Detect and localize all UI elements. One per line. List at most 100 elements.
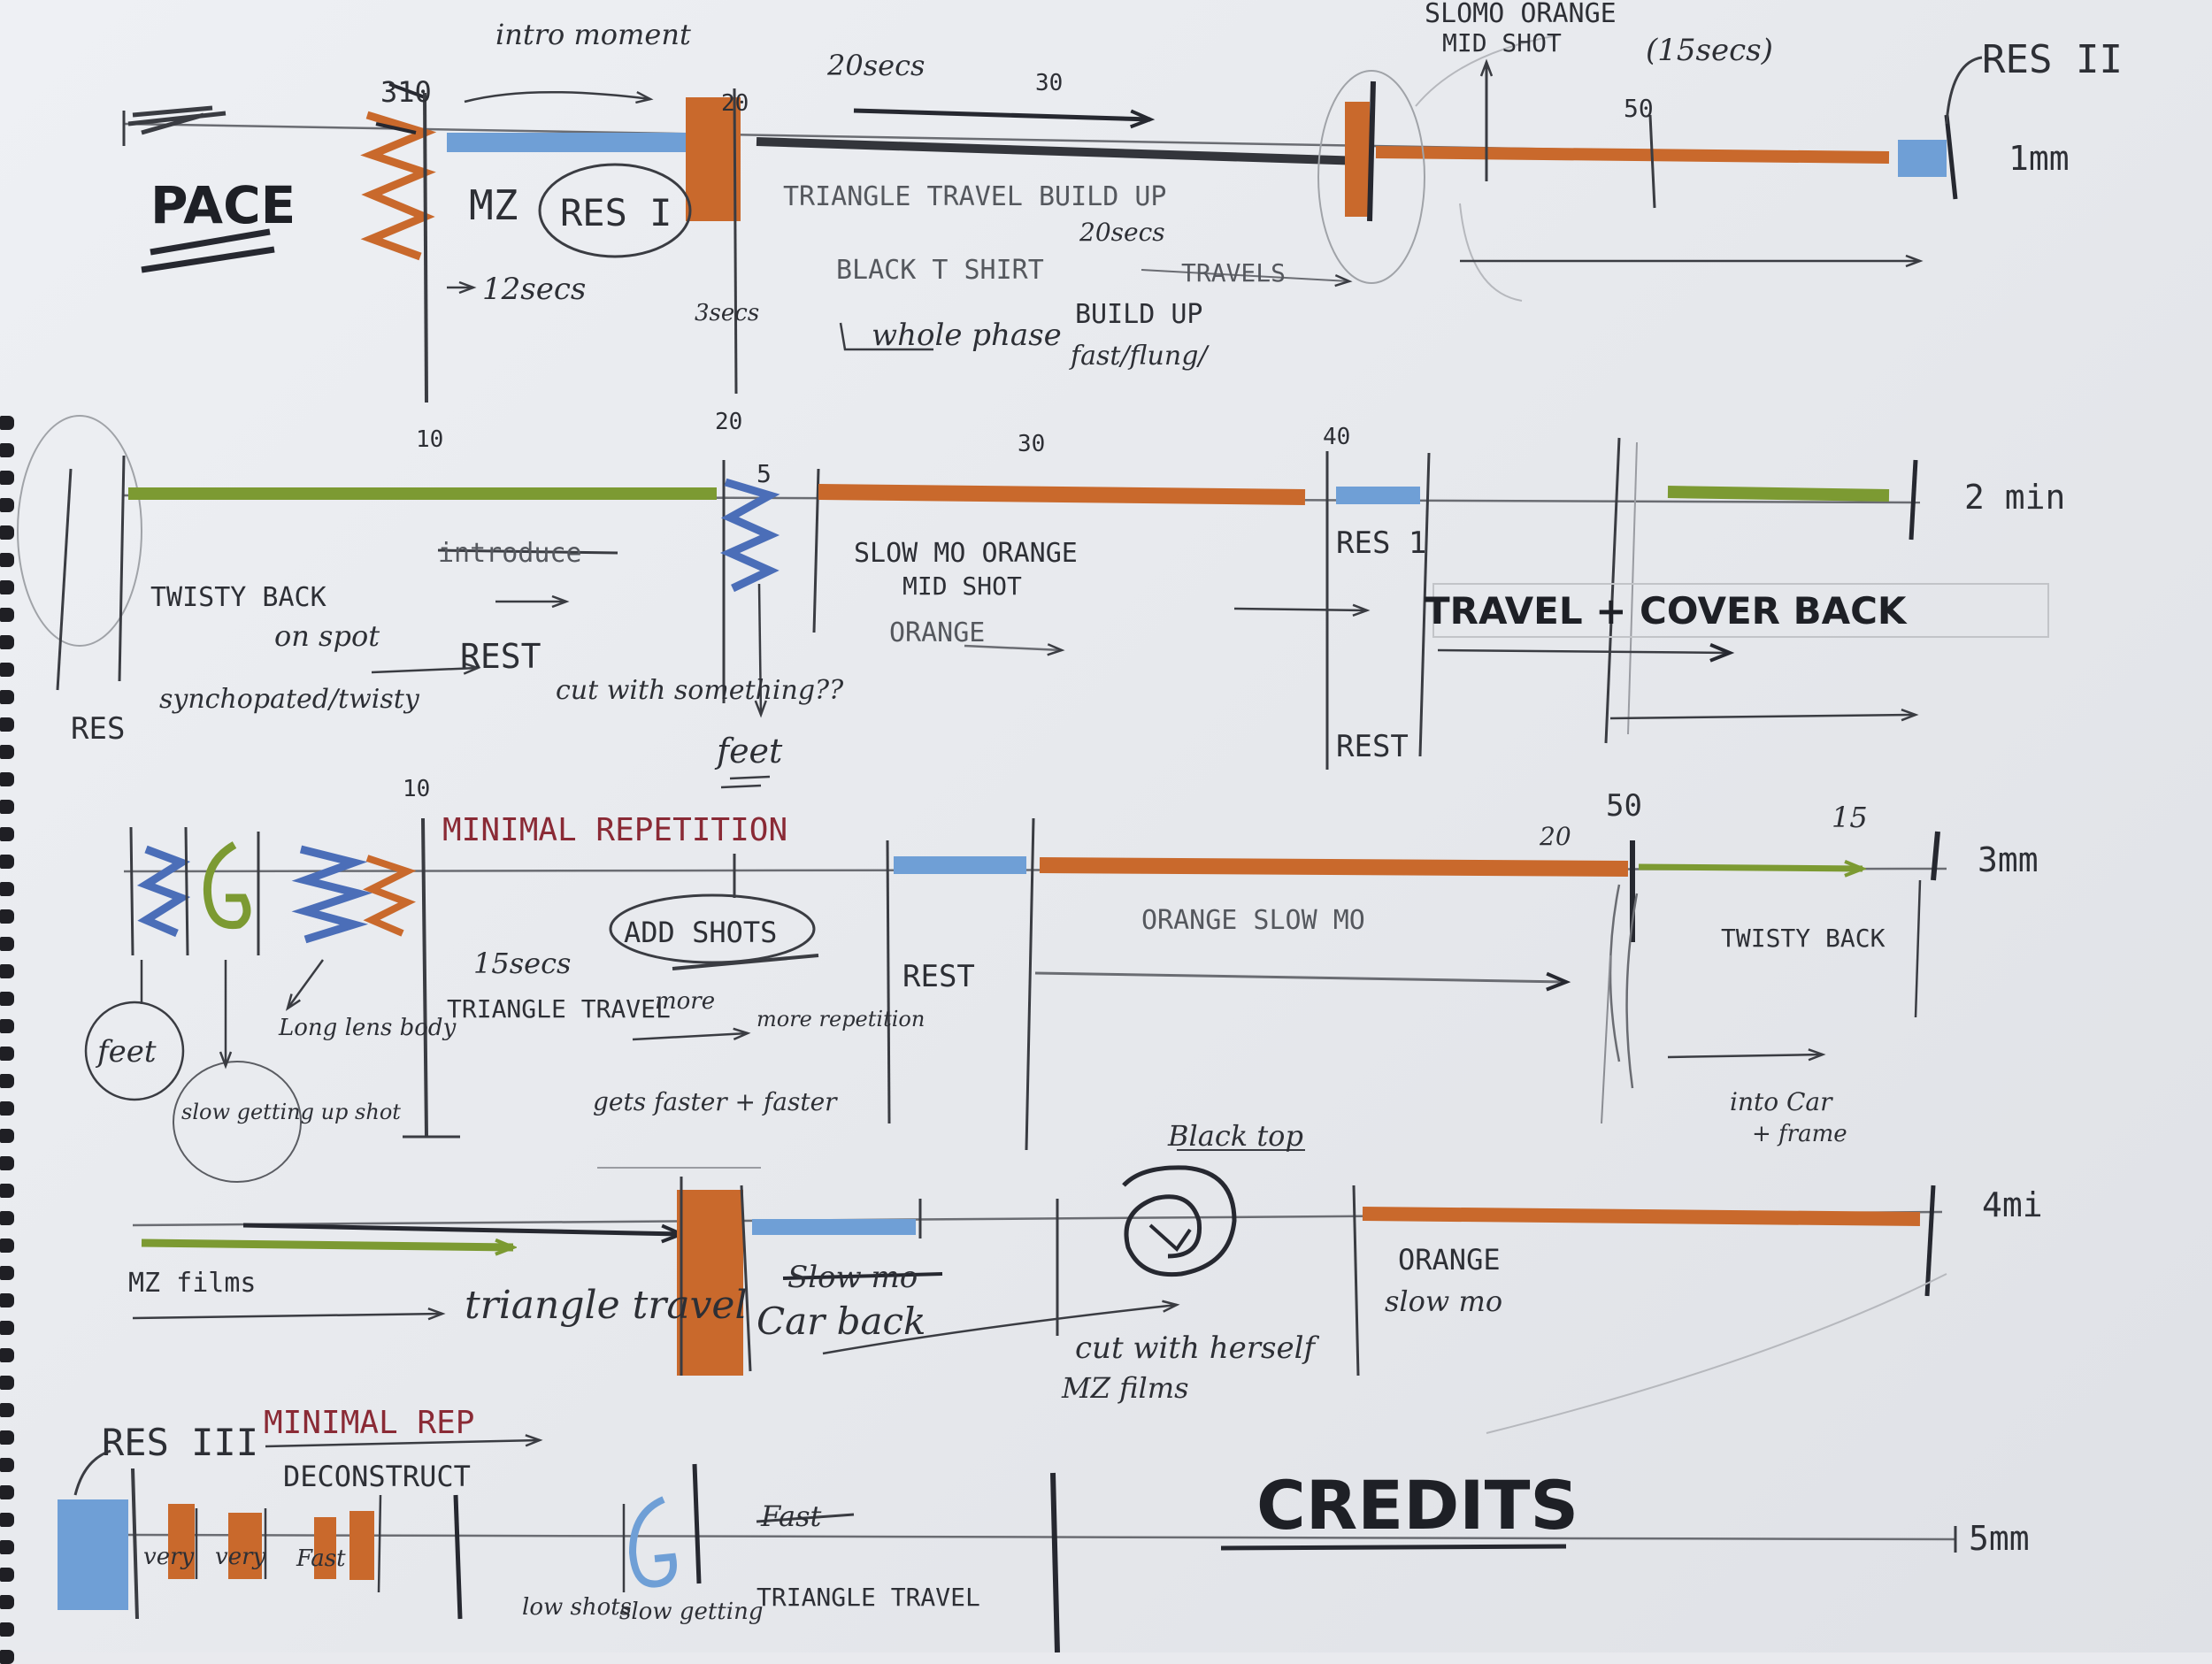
row3-tick-rest-a	[886, 840, 891, 1124]
row4-car-back: Car back	[757, 1300, 926, 1343]
binding-ring	[0, 1211, 14, 1225]
row5-minimal-rep: MINIMAL REP	[264, 1405, 474, 1441]
row2-feet-underline	[720, 775, 771, 789]
row5-very-a: very	[143, 1544, 195, 1570]
binding-ring	[0, 1266, 14, 1280]
row5-credits-underline	[1220, 1544, 1567, 1551]
row1-tick-50	[1648, 114, 1656, 209]
binding-ring	[0, 690, 14, 704]
row2-res: RES	[71, 711, 125, 747]
row2-cut-with: cut with something??	[556, 675, 844, 706]
row5-tick-f	[692, 1463, 702, 1584]
row5-struck-word: Fast	[760, 1499, 822, 1533]
row4-slow-mo-struck: Slow mo	[787, 1260, 918, 1295]
binding-ring	[0, 608, 14, 622]
row2-mark-2min: 2 min	[1964, 478, 2065, 517]
binding-ring	[0, 498, 14, 512]
row1-blue-bar-b	[1898, 140, 1947, 177]
row3-gets-faster: gets faster + faster	[593, 1087, 838, 1116]
row2-tick-50	[1604, 437, 1621, 744]
binding-ring	[0, 525, 14, 540]
binding-ring	[0, 937, 14, 951]
row3-tick-right	[1914, 879, 1922, 1018]
row1-res2: RES II	[1982, 37, 2123, 82]
row4-dark-arrow	[242, 1223, 687, 1244]
row1-12secs: 12secs	[482, 272, 586, 307]
row3-feet: feet	[95, 1034, 157, 1070]
row1-underline-a	[150, 228, 271, 256]
row2-travel-cover-back: TRAVEL + COVER BACK	[1425, 589, 1908, 633]
row5-mark-5min: 5mm	[1969, 1519, 2030, 1558]
binding-ring	[0, 1047, 14, 1061]
row4-mz-films-herself: MZ films	[128, 1268, 257, 1299]
row3-end-tick	[1931, 831, 1940, 881]
row5-blue-block	[58, 1499, 128, 1610]
row3-slow-circle	[173, 1061, 302, 1183]
row5-very-b: very	[215, 1544, 266, 1570]
row1-20secs-a: 20secs	[826, 49, 925, 82]
binding-ring	[0, 827, 14, 841]
row2-mid-shot: MID SHOT	[902, 571, 1022, 601]
row5-credits: CREDITS	[1256, 1466, 1578, 1545]
binding-ring	[0, 882, 14, 896]
binding-ring	[0, 1101, 14, 1116]
row4-orange: ORANGE	[1398, 1243, 1501, 1277]
row3-blue-zigzag-a	[136, 845, 191, 938]
row1-mark-50: 50	[1624, 94, 1654, 123]
binding-ring	[0, 580, 14, 594]
binding-ring	[0, 1430, 14, 1445]
row1-mz: MZ	[469, 181, 518, 229]
row1-triangle-travel: TRIANGLE TRAVEL BUILD UP	[783, 181, 1166, 212]
row4-cut-with-herself: cut with herself	[1075, 1330, 1319, 1366]
row3-twisty: TWISTY BACK	[1721, 924, 1886, 953]
row3-mark-3min: 3mm	[1978, 840, 2039, 879]
row2-arrow-bottom	[1609, 709, 1919, 722]
row4-black-top: Black top	[1167, 1119, 1303, 1153]
row1-tick-40	[1367, 81, 1376, 222]
row3-feet-circle	[84, 1001, 185, 1101]
row3-long-lens: Long lens body	[278, 1015, 457, 1041]
row2-tick-0b	[118, 455, 126, 682]
row-3-timeline: 10 20 50 15 3mm MINIMAL REPETITION ADD S…	[84, 776, 2039, 1183]
row1-zigzag-dark	[375, 82, 426, 134]
row4-tick-e	[1352, 1185, 1360, 1376]
row5-tick-g	[1050, 1472, 1060, 1652]
binding-ring	[0, 1513, 14, 1527]
row3-tick-0b	[184, 826, 189, 956]
row2-rest-2: REST	[1336, 729, 1409, 764]
row2-arrow-orange	[964, 643, 1065, 656]
row3-mark-10: 10	[403, 776, 430, 802]
row3-mark-20: 20	[1539, 822, 1571, 851]
row4-triangle-travel: triangle travel	[465, 1283, 748, 1328]
binding-ring	[0, 909, 14, 924]
binding-ring	[0, 1485, 14, 1499]
row5-res3: RES III	[102, 1421, 258, 1464]
row4-slow-mo: slow mo	[1385, 1284, 1502, 1318]
row2-zigzag	[719, 478, 780, 593]
row4-spiral	[1122, 1165, 1237, 1277]
row1-fast-flung: fast/flung/	[1069, 341, 1210, 372]
row5-tick-d	[453, 1494, 463, 1620]
row2-syncopated: synchopated/twisty	[159, 684, 420, 715]
row3-mark-50: 50	[1606, 788, 1642, 824]
row3-green-g	[203, 841, 251, 930]
row5-triangle-travel: TRIANGLE TRAVEL	[757, 1583, 980, 1612]
row1-arrow-intro	[464, 90, 654, 104]
row1-res1: RES I	[560, 191, 672, 234]
binding-ring	[0, 1403, 14, 1417]
binding-ring	[0, 1540, 14, 1554]
row4-tick-b	[740, 1185, 752, 1372]
row3-arrow-more	[632, 1027, 751, 1041]
binding-ring	[0, 855, 14, 869]
row2-faint-box	[1432, 583, 2049, 638]
row1-build-up: BUILD UP	[1075, 299, 1203, 330]
row4-faint-curve	[1486, 1273, 1947, 1434]
row3-orange-bar	[1039, 857, 1629, 877]
row3-more-repetition: more repetition	[757, 1007, 925, 1031]
row1-ellipse-slomo	[1317, 70, 1425, 284]
binding-ring	[0, 800, 14, 814]
row1-faint-arc	[1415, 35, 1558, 302]
row3-frame: + frame	[1752, 1121, 1847, 1147]
row2-five: 5	[757, 459, 772, 488]
row2-blue-bar	[1336, 487, 1420, 504]
